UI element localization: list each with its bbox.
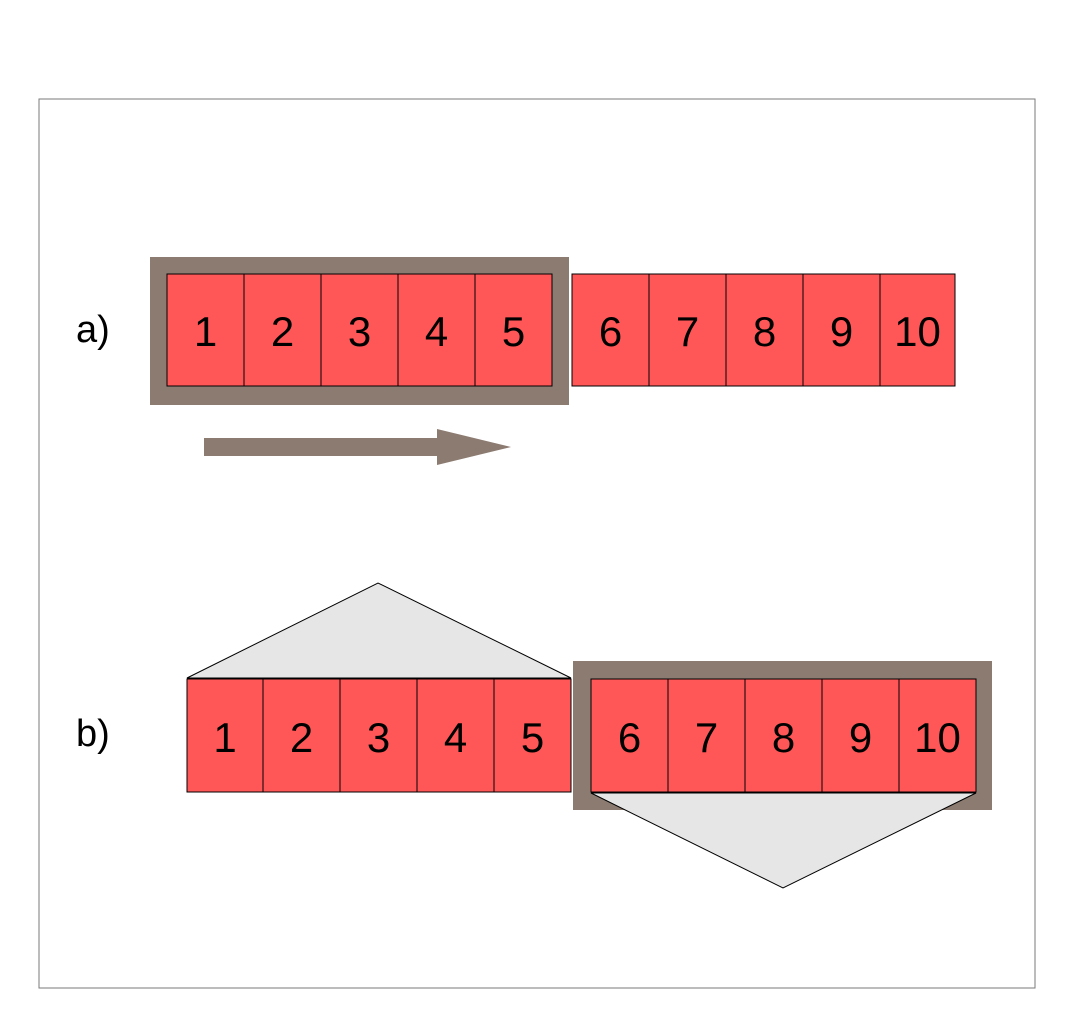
- cell-label-9: 9: [849, 714, 872, 761]
- cell-label-2: 2: [271, 308, 294, 355]
- cell-5: [474, 273, 553, 387]
- cell-label-4: 4: [425, 308, 448, 355]
- cell-label-7: 7: [695, 714, 718, 761]
- panel-b-lower-triangle: [590, 792, 977, 889]
- cell-label-7: 7: [676, 308, 699, 355]
- figure-border: [38, 98, 1036, 989]
- cell-3: [320, 273, 399, 387]
- cell-2: [262, 678, 341, 793]
- cell-7: [648, 273, 727, 387]
- cell-label-3: 3: [367, 714, 390, 761]
- cell-10: [898, 678, 977, 793]
- cell-label-8: 8: [753, 308, 776, 355]
- cell-3: [339, 678, 418, 793]
- panel-a-slide-arrow: [204, 429, 511, 465]
- cell-label-10: 10: [894, 308, 941, 355]
- cell-label-1: 1: [213, 714, 236, 761]
- cell-label-2: 2: [290, 714, 313, 761]
- cell-9: [802, 273, 881, 387]
- cell-label-10: 10: [914, 714, 961, 761]
- cell-5: [493, 678, 572, 793]
- cell-9: [821, 678, 900, 793]
- cell-2: [243, 273, 322, 387]
- cell-label-1: 1: [194, 308, 217, 355]
- panel-a-label: a): [76, 309, 110, 351]
- cell-1: [186, 678, 264, 793]
- cell-6: [590, 678, 669, 793]
- panel-b-upper-triangle: [186, 582, 572, 679]
- cell-7: [667, 678, 746, 793]
- panel-b: b) 1 2 3 4 5 6 7 8 9 10: [76, 582, 992, 889]
- cell-label-5: 5: [521, 714, 544, 761]
- panel-b-label: b): [76, 713, 110, 755]
- cell-label-8: 8: [772, 714, 795, 761]
- cell-10: [879, 273, 956, 387]
- cell-6: [571, 273, 650, 387]
- cell-1: [166, 273, 245, 387]
- cell-label-9: 9: [830, 308, 853, 355]
- cell-label-6: 6: [618, 714, 641, 761]
- cell-label-6: 6: [599, 308, 622, 355]
- cell-label-5: 5: [502, 308, 525, 355]
- panel-a: a) 1 2 3 4 5 6 7 8 9 10: [76, 257, 956, 465]
- cell-8: [725, 273, 804, 387]
- cell-8: [744, 678, 823, 793]
- cell-label-4: 4: [444, 714, 467, 761]
- cell-4: [397, 273, 476, 387]
- cell-label-3: 3: [348, 308, 371, 355]
- panel-a-cells: 1 2 3 4 5 6 7 8 9 10: [166, 273, 956, 387]
- panel-b-cells: 1 2 3 4 5 6 7 8 9 10: [186, 678, 977, 793]
